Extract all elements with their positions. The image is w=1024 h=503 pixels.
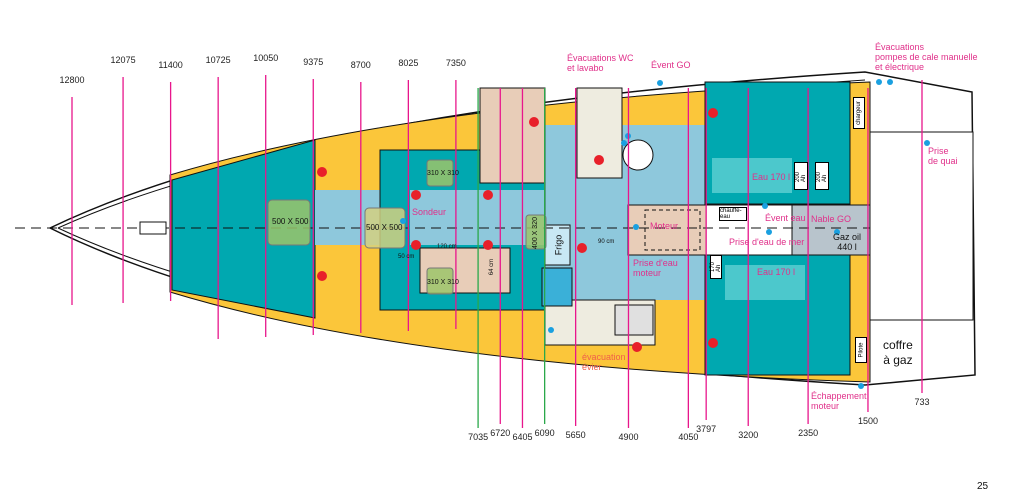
hatch-label-4: 310 X 310 [427,279,459,286]
fitting-marker [400,218,406,224]
fitting-marker [657,80,663,86]
hatch-310-b [426,267,454,295]
through-hull-marker [317,167,327,177]
through-hull-marker [708,108,718,118]
dimension-label-6405: 6405 [512,432,533,442]
dim-64cm: 64 cm [489,258,496,276]
eau-tank-2-label: Eau 170 l [757,267,796,277]
autopilot: Pilote [855,337,867,363]
sink [541,267,573,307]
frigo-label: Frigo [553,234,564,256]
through-hull-marker [632,342,642,352]
fitting-marker [924,140,930,146]
through-hull-marker [708,338,718,348]
dimension-label-11400: 11400 [158,60,183,70]
dimension-label-2350: 2350 [798,428,819,438]
through-hull-marker [411,190,421,200]
fitting-marker [876,79,882,85]
dimension-label-10050: 10050 [253,53,279,63]
dimension-label-4050: 4050 [678,432,699,442]
dimension-label-3797: 3797 [696,424,717,434]
hatch-label-3: 310 X 310 [427,170,459,177]
engine-bay [627,204,707,256]
water-heater: chauffe-eau [719,207,747,221]
hatch-500-fwd [267,199,311,246]
hatch-500-mid [364,207,406,249]
dimension-label-12075: 12075 [110,55,136,65]
dimension-label-6720: 6720 [490,428,511,438]
fitting-marker [887,79,893,85]
through-hull-marker [483,240,493,250]
hatch-310-a [426,159,454,187]
hatch-label-2: 500 X 500 [366,223,403,232]
fitting-marker [633,224,639,230]
fitting-marker [621,140,627,146]
through-hull-marker [317,271,327,281]
hatch-400 [525,214,547,250]
dimension-label-9375: 9375 [303,57,324,67]
dimension-label-5650: 5650 [565,430,586,440]
dimension-label-4900: 4900 [618,432,639,442]
head-beige [479,87,546,184]
fitting-marker [548,327,554,333]
eau-tank-1-label: Eau 170 l [752,172,791,182]
fitting-marker [766,229,772,235]
battery-170ah: 170 Ah [710,255,722,279]
through-hull-marker [411,240,421,250]
fuel-tank [791,204,871,256]
through-hull-marker [594,155,604,165]
dimension-label-6090: 6090 [534,428,555,438]
red-dots [317,108,718,352]
through-hull-marker [577,243,587,253]
through-hull-marker [529,117,539,127]
fitting-marker [762,203,768,209]
nable-go-label: Nable GO [811,214,852,224]
forward-cabin [171,139,316,319]
charger: chargeur [853,97,865,129]
hatch-label-1: 500 X 500 [272,217,309,226]
event-eau-label: Évent eau [765,213,806,223]
dimension-label-8700: 8700 [350,60,371,70]
hatch-label-5: 400 X 320 [531,217,539,249]
battery-200ah-2: 200 Ah [815,162,829,190]
dim-120cm: 120 cm [437,244,457,250]
dimension-label-7035: 7035 [468,432,489,442]
dimension-label-7350: 7350 [445,58,466,68]
sondeur-label: Sondeur [412,207,447,217]
dimension-label-3200: 3200 [738,430,759,440]
page-number: 25 [977,481,989,492]
dimension-label-733: 733 [914,397,930,407]
prise-eau-mer-label: Prise d'eau de mer [729,237,805,247]
dimension-label-1500: 1500 [857,416,878,426]
dim-50cm: 50 cm [398,254,415,260]
dim-90cm: 90 cm [598,239,615,245]
dimension-label-8025: 8025 [398,58,419,68]
fridge [544,224,571,266]
fitting-marker [834,229,840,235]
through-hull-marker [483,190,493,200]
wc-bowl [622,139,654,171]
moteur-label: Moteur [650,221,679,231]
stove [614,304,654,336]
fitting-marker [858,383,864,389]
battery-200ah-1: 200 Ah [794,162,808,190]
dimension-label-10725: 10725 [205,55,231,65]
dimension-label-12800: 12800 [59,75,85,85]
event-go-label: Évent GO [651,60,691,70]
